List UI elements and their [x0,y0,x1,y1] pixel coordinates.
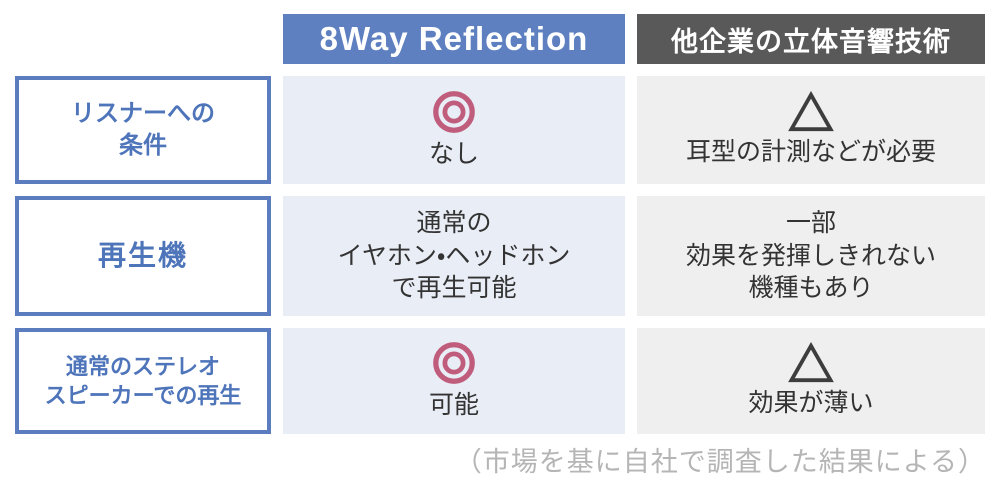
cell-text: 通常の [416,209,492,238]
triangle-icon [788,91,834,132]
row-label-playback-device: 再生機 [15,196,271,316]
column-header-other-companies: 他企業の立体音響技術 [637,14,985,64]
header-spacer [15,14,271,64]
cell-8way-playback-device: 通常の イヤホン・ヘッドホン で再生可能 [283,196,625,316]
cell-text: なし [428,140,479,169]
column-header-8way-reflection: 8Way Reflection [283,14,625,64]
cell-text: イヤホン・ヘッドホン [337,241,571,270]
row-label-listener-conditions: リスナーへの 条件 [15,76,271,184]
comparison-grid: 8Way Reflection 他企業の立体音響技術 リスナーへの 条件 なし … [15,14,985,434]
source-note: （市場を基に自社で調査した結果による） [454,447,986,477]
cell-text: 機種もあり [748,274,874,303]
cell-8way-stereo-speaker: 可能 [283,328,625,434]
cell-others-listener-conditions: 耳型の計測などが必要 [637,76,985,184]
double-circle-icon [433,342,475,385]
triangle-icon [788,342,834,383]
cell-text: 可能 [428,391,479,420]
cell-text: 効果を発揮しきれない [685,241,936,270]
cell-text: で再生可能 [391,274,517,303]
cell-text: 一部 [785,209,836,238]
cell-text: 耳型の計測などが必要 [685,138,936,167]
cell-8way-listener-conditions: なし [283,76,625,184]
cell-text: 効果が薄い [748,389,874,418]
row-label-line: 通常のステレオ [65,353,220,379]
cell-others-playback-device: 一部 効果を発揮しきれない 機種もあり [637,196,985,316]
row-label-stereo-speaker-playback: 通常のステレオ スピーカーでの再生 [15,328,271,434]
row-label-line: 条件 [119,132,167,159]
row-label-line: スピーカーでの再生 [44,383,242,408]
row-label-line: 再生機 [97,239,188,271]
double-circle-icon [433,91,475,134]
cell-others-stereo-speaker: 効果が薄い [637,328,985,434]
row-label-line: リスナーへの [71,100,215,128]
